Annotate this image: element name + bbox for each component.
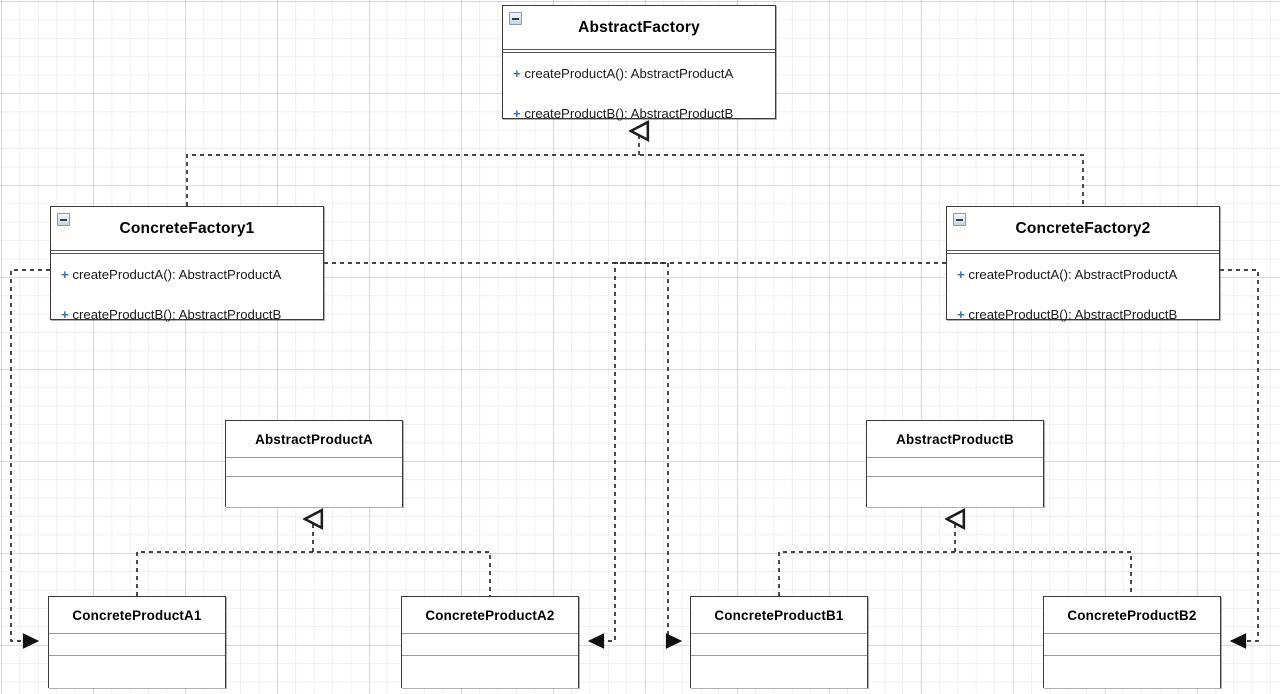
class-name: ConcreteFactory2 [1015,220,1151,237]
class-box-abstract-product-a[interactable]: AbstractProductA [225,420,403,508]
operations-compartment: + createProductA(): AbstractProductA + c… [503,53,775,133]
compartment-separator [867,476,1043,478]
compartment-separator [691,655,867,657]
collapse-icon[interactable] [509,12,522,25]
link-realization-product-a [136,519,491,596]
compartment-separator [51,249,323,254]
operation-row: + createProductB(): AbstractProductB [51,294,323,334]
operation-row: + createProductB(): AbstractProductB [503,93,775,133]
compartment-separator [1044,633,1220,635]
class-name: ConcreteProductB2 [1067,608,1197,623]
operations-compartment [867,477,1043,508]
compartment-separator [503,48,775,53]
collapse-icon[interactable] [57,213,70,226]
compartment-separator [49,655,225,657]
compartment-separator [867,457,1043,459]
operations-compartment [402,656,578,689]
attributes-compartment [691,634,867,656]
visibility-marker: + [513,105,521,121]
compartment-separator [226,476,402,478]
link-dependency-cf1-a1 [10,269,50,649]
class-name: ConcreteProductA2 [425,608,555,623]
attributes-compartment [49,634,225,656]
operations-compartment [1044,656,1220,689]
compartment-separator [947,249,1219,254]
compartment-separator [226,457,402,459]
operation-row: + createProductA(): AbstractProductA [503,53,775,93]
attributes-compartment [226,458,402,477]
class-box-concrete-factory-2[interactable]: ConcreteFactory2 + createProductA(): Abs… [946,206,1220,321]
operation-signature: createProductB(): AbstractProductB [72,306,282,322]
class-name: AbstractProductB [896,432,1014,447]
operation-signature: createProductA(): AbstractProductA [72,266,282,282]
compartment-separator [402,655,578,657]
attributes-compartment [867,458,1043,477]
operations-compartment [691,656,867,689]
class-name: ConcreteProductB1 [714,608,844,623]
operation-signature: createProductB(): AbstractProductB [524,105,734,121]
attributes-compartment [1044,634,1220,656]
class-name: ConcreteFactory1 [119,220,255,237]
link-dependency-cf2-b2 [1220,269,1259,649]
operation-signature: createProductA(): AbstractProductA [968,266,1178,282]
class-box-concrete-product-a2[interactable]: ConcreteProductA2 [401,596,579,689]
operations-compartment [49,656,225,689]
visibility-marker: + [957,306,965,322]
operation-row: + createProductA(): AbstractProductA [51,254,323,294]
class-box-abstract-product-b[interactable]: AbstractProductB [866,420,1044,508]
collapse-icon[interactable] [953,213,966,226]
operation-signature: createProductB(): AbstractProductB [968,306,1178,322]
link-realization-factories [186,131,1084,206]
operation-row: + createProductA(): AbstractProductA [947,254,1219,294]
operations-compartment [226,477,402,508]
class-box-concrete-product-a1[interactable]: ConcreteProductA1 [48,596,226,689]
visibility-marker: + [957,266,965,282]
link-realization-product-b [778,519,1132,596]
class-name: ConcreteProductA1 [72,608,202,623]
operations-compartment: + createProductA(): AbstractProductA + c… [947,254,1219,334]
class-name: AbstractFactory [578,19,700,36]
operations-compartment: + createProductA(): AbstractProductA + c… [51,254,323,334]
compartment-separator [1044,655,1220,657]
attributes-compartment [402,634,578,656]
class-name: AbstractProductA [255,432,373,447]
class-box-concrete-factory-1[interactable]: ConcreteFactory1 + createProductA(): Abs… [50,206,324,321]
class-box-abstract-factory[interactable]: AbstractFactory + createProductA(): Abst… [502,5,776,120]
class-box-concrete-product-b1[interactable]: ConcreteProductB1 [690,596,868,689]
class-box-concrete-product-b2[interactable]: ConcreteProductB2 [1043,596,1221,689]
operation-signature: createProductA(): AbstractProductA [524,65,734,81]
visibility-marker: + [61,306,69,322]
compartment-separator [49,633,225,635]
visibility-marker: + [61,266,69,282]
operation-row: + createProductB(): AbstractProductB [947,294,1219,334]
visibility-marker: + [513,65,521,81]
